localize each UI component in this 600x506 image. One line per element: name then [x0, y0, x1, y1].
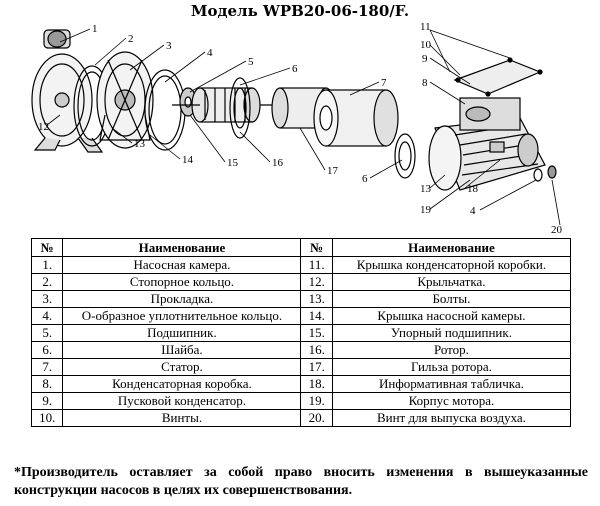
part-number: 9. [30, 392, 64, 410]
callout-4: 4 [207, 47, 213, 59]
callout-5: 5 [248, 56, 254, 68]
callout-6b: 6 [362, 173, 368, 185]
part-name: Корпус мотора. [331, 392, 572, 410]
part-name: Крыльчатка. [331, 273, 572, 291]
table-row: 3.Прокладка.13.Болты. [30, 290, 572, 308]
part-name: Статор. [62, 358, 302, 376]
callout-1: 1 [92, 23, 98, 35]
callout-16: 16 [272, 157, 284, 169]
part-number: 15. [300, 324, 333, 342]
callout-9: 9 [422, 53, 428, 65]
col-number-header: № [30, 238, 64, 257]
part-name: Винт для выпуска воздуха. [331, 409, 572, 427]
table-row: 5.Подшипник.15.Упорный подшипник. [30, 324, 572, 342]
col-number-header: № [300, 238, 333, 257]
col-name-header: Наименование [62, 238, 302, 257]
callout-8: 8 [422, 77, 428, 89]
part-number: 1. [30, 256, 64, 274]
part-name: Крышка конденсаторной коробки. [331, 256, 572, 274]
part-number: 5. [30, 324, 64, 342]
part-name: Болты. [331, 290, 572, 308]
part-name: Стопорное кольцо. [62, 273, 302, 291]
part-number: 12. [300, 273, 333, 291]
col-name-header: Наименование [331, 238, 572, 257]
callout-13: 13 [134, 138, 146, 150]
callout-4b: 4 [470, 205, 476, 217]
pump-cover-drawing [96, 51, 154, 149]
exploded-pump-diagram: 1 2 3 4 5 6 7 8 9 10 11 12 13 14 15 16 1… [31, 21, 563, 236]
pump-chamber-drawing [31, 29, 104, 153]
part-number: 2. [30, 273, 64, 291]
table-row: 7.Статор.17.Гильза ротора. [30, 358, 572, 376]
page-title: Модель WPB20-06-180/F. [190, 2, 410, 20]
part-name: О-образное уплотнительное кольцо. [62, 307, 302, 325]
part-number: 4. [30, 307, 64, 325]
part-number: 10. [30, 409, 64, 427]
part-number: 18. [300, 375, 333, 393]
table-row: 2.Стопорное кольцо.12.Крыльчатка. [30, 273, 572, 291]
part-name: Ротор. [331, 341, 572, 359]
motor-body-drawing [428, 97, 546, 191]
part-number: 14. [300, 307, 333, 325]
part-name: Конденсаторная коробка. [62, 375, 302, 393]
callout-12: 12 [38, 121, 49, 133]
part-number: 6. [30, 341, 64, 359]
table-row: 6.Шайба.16.Ротор. [30, 341, 572, 359]
table-row: 8.Конденсаторная коробка.18.Информативна… [30, 375, 572, 393]
part-number: 20. [300, 409, 333, 427]
callout-10: 10 [420, 39, 432, 51]
table-header-row: № Наименование № Наименование [30, 238, 572, 257]
part-name: Упорный подшипник. [331, 324, 572, 342]
parts-table-body: 1.Насосная камера.11.Крышка конденсаторн… [30, 256, 572, 427]
parts-table: № Наименование № Наименование 1.Насосная… [30, 238, 572, 427]
part-name: Пусковой конденсатор. [62, 392, 302, 410]
callout-19: 19 [420, 204, 432, 216]
callout-6: 6 [292, 63, 298, 75]
callout-2: 2 [128, 33, 134, 45]
rotor-drawing [172, 87, 278, 123]
part-number: 3. [30, 290, 64, 308]
part-number: 7. [30, 358, 64, 376]
table-row: 4.О-образное уплотнительное кольцо.14.Кр… [30, 307, 572, 325]
part-number: 16. [300, 341, 333, 359]
callout-14: 14 [182, 154, 194, 166]
part-number: 17. [300, 358, 333, 376]
part-name: Шайба. [62, 341, 302, 359]
callout-20: 20 [551, 224, 563, 236]
part-name: Информативная табличка. [331, 375, 572, 393]
table-row: 1.Насосная камера.11.Крышка конденсаторн… [30, 256, 572, 274]
part-number: 13. [300, 290, 333, 308]
part-name: Гильза ротора. [331, 358, 572, 376]
table-row: 10.Винты.20.Винт для выпуска воздуха. [30, 409, 572, 427]
callout-11: 11 [420, 21, 431, 33]
callout-13b: 13 [420, 183, 432, 195]
callout-15: 15 [227, 157, 239, 169]
callout-3: 3 [166, 40, 172, 52]
disclaimer-note: *Производитель оставляет за собой право … [14, 465, 588, 498]
part-name: Винты. [62, 409, 302, 427]
part-number: 19. [300, 392, 333, 410]
part-name: Подшипник. [62, 324, 302, 342]
table-row: 9.Пусковой конденсатор.19.Корпус мотора. [30, 392, 572, 410]
callout-18: 18 [467, 183, 479, 195]
stator-drawing [313, 89, 399, 147]
callout-17: 17 [327, 165, 339, 177]
part-name: Крышка насосной камеры. [331, 307, 572, 325]
part-name: Прокладка. [62, 290, 302, 308]
part-number: 8. [30, 375, 64, 393]
part-name: Насосная камера. [62, 256, 302, 274]
part-number: 11. [300, 256, 333, 274]
callout-7: 7 [381, 77, 387, 89]
